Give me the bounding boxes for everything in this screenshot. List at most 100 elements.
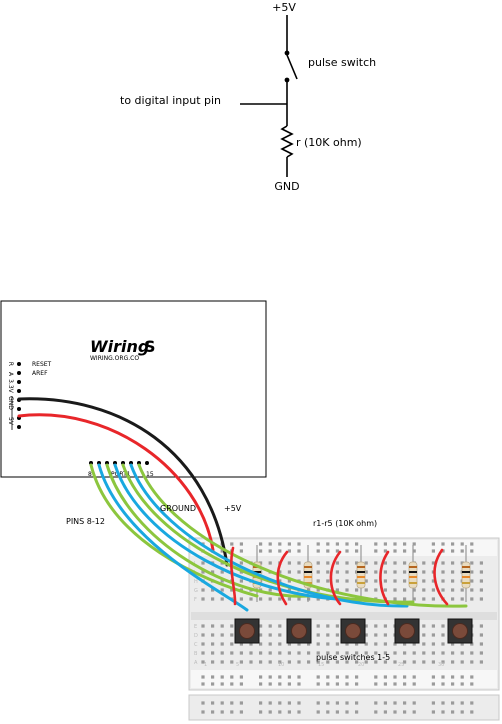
- breadboard-hole: [239, 701, 243, 705]
- breadboard-hole: [470, 597, 474, 601]
- breadboard-hole: [220, 579, 224, 583]
- breadboard-hole: [326, 542, 330, 546]
- breadboard-hole: [316, 597, 320, 601]
- breadboard-hole: [268, 675, 272, 679]
- side-label-33v: 3.3V: [7, 379, 14, 394]
- header-pin: [17, 425, 21, 429]
- breadboard-hole: [470, 588, 474, 592]
- row-letter: E: [194, 624, 197, 630]
- breadboard-hole: [201, 561, 205, 565]
- breadboard-hole: [431, 660, 435, 664]
- breadboard-top-rail: [191, 540, 497, 556]
- breadboard-hole: [470, 642, 474, 646]
- breadboard-hole: [201, 651, 205, 655]
- breadboard-hole: [211, 570, 215, 574]
- breadboard-hole: [278, 579, 282, 583]
- breadboard-hole: [393, 579, 397, 583]
- breadboard-hole: [460, 710, 464, 714]
- breadboard-hole: [374, 675, 378, 679]
- column-number: 1: [204, 662, 207, 668]
- breadboard-hole: [335, 561, 339, 565]
- breadboard-hole: [297, 561, 301, 565]
- breadboard-hole: [259, 710, 263, 714]
- breadboard-hole: [211, 675, 215, 679]
- breadboard-hole: [374, 660, 378, 664]
- push-buttons: [234, 618, 473, 644]
- breadboard-hole: [287, 701, 291, 705]
- breadboard-hole: [230, 624, 234, 628]
- breadboard-hole: [239, 710, 243, 714]
- breadboard-hole: [403, 549, 407, 553]
- breadboard-hole: [230, 660, 234, 664]
- breadboard-hole: [201, 633, 205, 637]
- breadboard-hole: [431, 549, 435, 553]
- breadboard-hole: [403, 710, 407, 714]
- breadboard-hole: [335, 633, 339, 637]
- breadboard-hole: [412, 710, 416, 714]
- breadboard-hole: [287, 579, 291, 583]
- breadboard-hole: [259, 675, 263, 679]
- breadboard-hole: [220, 701, 224, 705]
- breadboard-hole: [249, 651, 253, 655]
- column-number: 15: [318, 662, 324, 668]
- breadboard-hole: [479, 588, 483, 592]
- breadboard-hole: [230, 675, 234, 679]
- breadboard-hole: [355, 701, 359, 705]
- breadboard-hole: [431, 642, 435, 646]
- breadboard-hole: [316, 624, 320, 628]
- breadboard-hole: [355, 710, 359, 714]
- vcc-label: +5V: [272, 1, 296, 14]
- breadboard-hole: [393, 588, 397, 592]
- breadboard-hole: [307, 660, 311, 664]
- breadboard-hole: [268, 542, 272, 546]
- board-logo-suffix: S: [144, 337, 156, 356]
- breadboard-hole: [259, 633, 263, 637]
- breadboard-hole: [403, 542, 407, 546]
- red-jumper-1: [230, 546, 237, 606]
- breadboard-hole: [422, 642, 426, 646]
- breadboard-hole: [374, 642, 378, 646]
- breadboard-hole: [278, 642, 282, 646]
- breadboard-hole: [355, 660, 359, 664]
- breadboard-hole: [278, 542, 282, 546]
- breadboard-hole: [220, 597, 224, 601]
- breadboard-hole: [364, 588, 368, 592]
- breadboard-hole: [335, 579, 339, 583]
- breadboard-hole: [259, 597, 263, 601]
- breadboard-hole: [326, 651, 330, 655]
- breadboard-hole: [316, 570, 320, 574]
- breadboard-hole: [316, 682, 320, 686]
- breadboard-hole: [412, 682, 416, 686]
- breadboard-hole: [278, 701, 282, 705]
- breadboard-hole: [230, 542, 234, 546]
- side-label-gnd: GND: [7, 396, 14, 410]
- push-button-2: [286, 618, 312, 644]
- breadboard-hole: [278, 660, 282, 664]
- breadboard-hole: [326, 710, 330, 714]
- breadboard-hole: [431, 579, 435, 583]
- breadboard-hole: [403, 660, 407, 664]
- breadboard-hole: [355, 549, 359, 553]
- resistor-4: [408, 545, 418, 602]
- breadboard-hole: [460, 588, 464, 592]
- breadboard-hole: [239, 579, 243, 583]
- breadboard-hole: [220, 588, 224, 592]
- breadboard-hole: [239, 642, 243, 646]
- breadboard-hole: [355, 682, 359, 686]
- breadboard-hole: [201, 701, 205, 705]
- breadboard-hole: [316, 579, 320, 583]
- breadboard-hole: [470, 651, 474, 655]
- breadboard-hole: [431, 675, 435, 679]
- breadboard-hole: [259, 682, 263, 686]
- breadboard-hole: [297, 549, 301, 553]
- breadboard-hole: [259, 542, 263, 546]
- breadboard-hole: [451, 597, 455, 601]
- breadboard-hole: [364, 633, 368, 637]
- breadboard-hole: [316, 549, 320, 553]
- reset-label: RESET: [32, 361, 52, 368]
- breadboard-hole: [441, 675, 445, 679]
- breadboard-hole: [431, 542, 435, 546]
- breadboard-hole: [335, 660, 339, 664]
- breadboard-hole: [393, 660, 397, 664]
- breadboard-hole: [249, 597, 253, 601]
